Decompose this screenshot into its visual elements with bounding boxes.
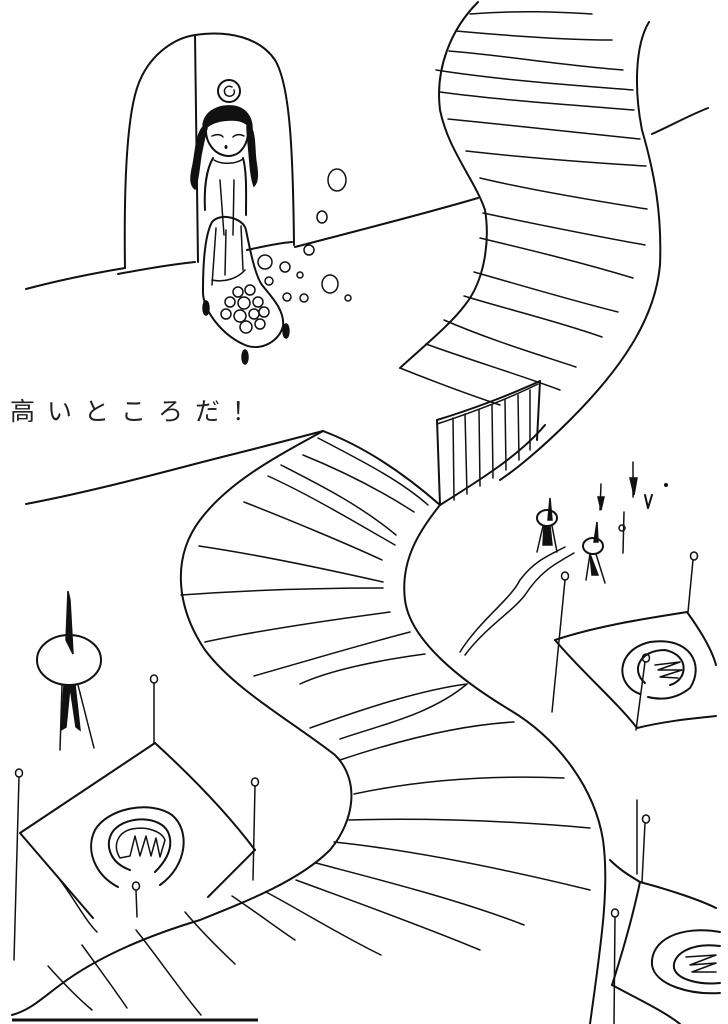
lamp-posts-right xyxy=(551,551,699,731)
main-staircase xyxy=(11,424,607,1024)
spiral-pattern-lower-right xyxy=(650,929,721,995)
stair-treads-upper xyxy=(399,10,648,406)
stone-cart xyxy=(201,215,290,365)
path-curve xyxy=(459,546,575,656)
scattered-stones xyxy=(257,168,352,303)
girl-character xyxy=(190,105,259,236)
caption-text: 高いところだ！ xyxy=(10,397,270,426)
left-platform xyxy=(13,674,260,961)
right-platform xyxy=(551,551,717,731)
upper-staircase xyxy=(399,1,709,481)
cart-stones xyxy=(220,284,270,334)
lamp-posts-left xyxy=(13,674,260,961)
arched-doorway xyxy=(123,32,295,269)
upper-floor xyxy=(25,197,479,290)
middle-floor-line xyxy=(25,430,324,505)
lower-right-platform xyxy=(609,799,721,1024)
halo xyxy=(217,79,241,103)
spire-tower xyxy=(36,590,102,751)
spiral-pattern-left xyxy=(90,806,185,888)
spiral-pattern-right xyxy=(621,640,697,700)
railing xyxy=(436,380,541,506)
small-figures xyxy=(536,461,668,584)
stair-treads-main xyxy=(47,437,591,1016)
